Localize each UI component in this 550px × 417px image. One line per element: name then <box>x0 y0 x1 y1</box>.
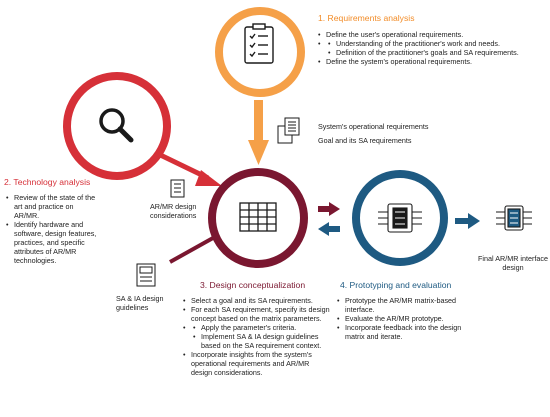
requirements-to-design-arrow-head <box>248 140 269 165</box>
prototype-to-final-arrow-head <box>468 213 480 229</box>
requirements-subitem: Definition of the practitioner's goals a… <box>328 48 528 57</box>
magnifier-icon <box>99 108 134 143</box>
requirements-subitem-group: Understanding of the practitioner's work… <box>318 39 528 57</box>
final-ar-device-icon <box>496 205 532 231</box>
technology-circle <box>63 72 171 180</box>
technology-item: Review of the state of the art and pract… <box>6 193 98 220</box>
guidelines-to-design-line <box>169 236 214 264</box>
design-subitem: Apply the parameter's criteria. <box>193 323 331 332</box>
ardesign-label: AR/MR design considerations <box>150 202 197 220</box>
design-item: For each SA requirement, specify its des… <box>183 305 331 323</box>
technology-title: 2. Technology analysis <box>4 177 91 187</box>
requirements-list: Define the user's operational requiremen… <box>318 30 528 66</box>
design-list: Select a goal and its SA requirements. F… <box>183 296 331 377</box>
requirements-item: Define the system's operational requirem… <box>318 57 528 66</box>
prototype-to-design-arrow-head <box>318 222 329 236</box>
design-to-prototype-arrow-shaft <box>318 206 330 212</box>
design-to-prototype-arrow-head <box>329 202 340 216</box>
design-title: 3. Design conceptualization <box>200 280 306 290</box>
clipboard-checklist-icon <box>244 23 274 64</box>
checklist-document-icon <box>170 179 185 198</box>
guidelines-label: SA & IA design guidelines <box>116 294 164 312</box>
prototyping-item: Evaluate the AR/MR prototype. <box>337 314 465 323</box>
technology-to-design-arrow-head <box>195 170 222 186</box>
ar-device-icon <box>378 203 422 233</box>
prototype-to-final-arrow-shaft <box>455 218 469 224</box>
prototyping-item: Prototype the AR/MR matrix-based interfa… <box>337 296 465 314</box>
design-item: Select a goal and its SA requirements. <box>183 296 331 305</box>
technology-list: Review of the state of the art and pract… <box>6 193 98 265</box>
design-item: Incorporate insights from the system's o… <box>183 350 331 377</box>
matrix-table-icon <box>239 202 277 232</box>
prototyping-title: 4. Prototyping and evaluation <box>340 280 452 290</box>
requirements-to-design-arrow-shaft <box>254 100 263 142</box>
technology-item: Identify hardware and software, design f… <box>6 220 98 265</box>
prototyping-item: Incorporate feedback into the design mat… <box>337 323 465 341</box>
sysreq-label: System's operational requirements <box>318 122 429 131</box>
design-subitem: Implement SA & IA design guidelines base… <box>193 332 331 350</box>
prototyping-list: Prototype the AR/MR matrix-based interfa… <box>337 296 465 341</box>
design-subitem-group: Apply the parameter's criteria. Implemen… <box>183 323 331 350</box>
requirements-subitem: Understanding of the practitioner's work… <box>328 39 528 48</box>
guidelines-document-icon <box>136 263 156 287</box>
final-label: Final AR/MR interface design <box>478 254 548 272</box>
prototype-to-design-arrow-shaft <box>328 226 340 232</box>
requirements-circle <box>215 7 305 97</box>
connectors <box>148 100 480 264</box>
requirements-item: Define the user's operational requiremen… <box>318 30 528 39</box>
documents-icon <box>277 117 300 144</box>
requirements-title: 1. Requirements analysis <box>318 13 415 23</box>
goals-label: Goal and its SA requirements <box>318 136 412 145</box>
